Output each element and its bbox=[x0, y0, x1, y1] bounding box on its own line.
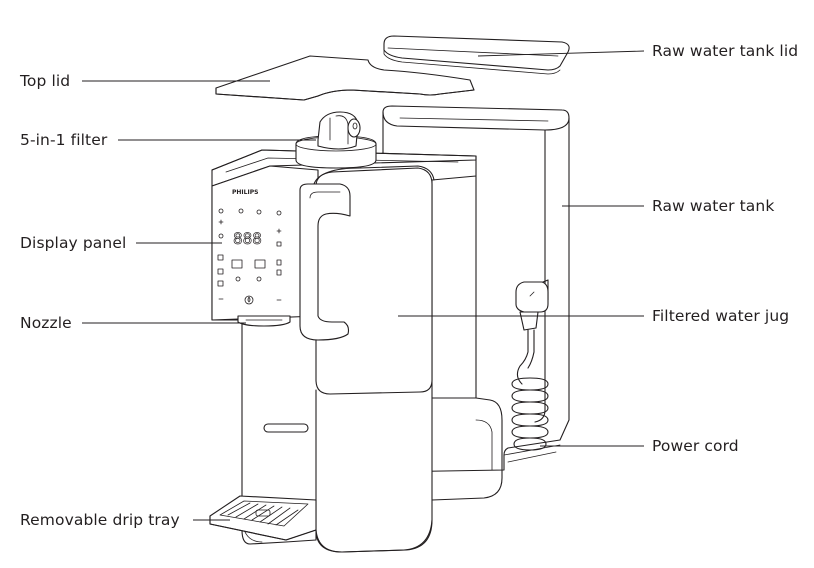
leader-raw-tank-lid bbox=[477, 50, 645, 57]
power-cord bbox=[511, 279, 549, 451]
label-nozzle: Nozzle bbox=[20, 314, 72, 332]
raw-water-tank-lid bbox=[383, 35, 570, 75]
label-drip-tray: Removable drip tray bbox=[20, 511, 180, 529]
five-in-one-filter bbox=[295, 111, 377, 169]
brand-logo: PHILIPS bbox=[232, 189, 258, 196]
filtered-water-jug bbox=[299, 165, 435, 395]
label-top-lid: Top lid bbox=[20, 72, 71, 90]
label-jug: Filtered water jug bbox=[652, 307, 790, 325]
label-power-cord: Power cord bbox=[652, 437, 739, 455]
leader-lines bbox=[82, 50, 645, 521]
label-raw-tank-lid: Raw water tank lid bbox=[652, 42, 799, 60]
label-raw-tank: Raw water tank bbox=[652, 197, 775, 215]
top-lid bbox=[215, 55, 475, 101]
label-filter: 5-in-1 filter bbox=[20, 131, 108, 149]
nozzle bbox=[237, 315, 291, 327]
drip-tray bbox=[209, 495, 317, 541]
display-panel: PHILIPS 888 bbox=[211, 165, 319, 321]
display-digits: 888 bbox=[233, 229, 262, 248]
label-display-panel: Display panel bbox=[20, 234, 127, 252]
